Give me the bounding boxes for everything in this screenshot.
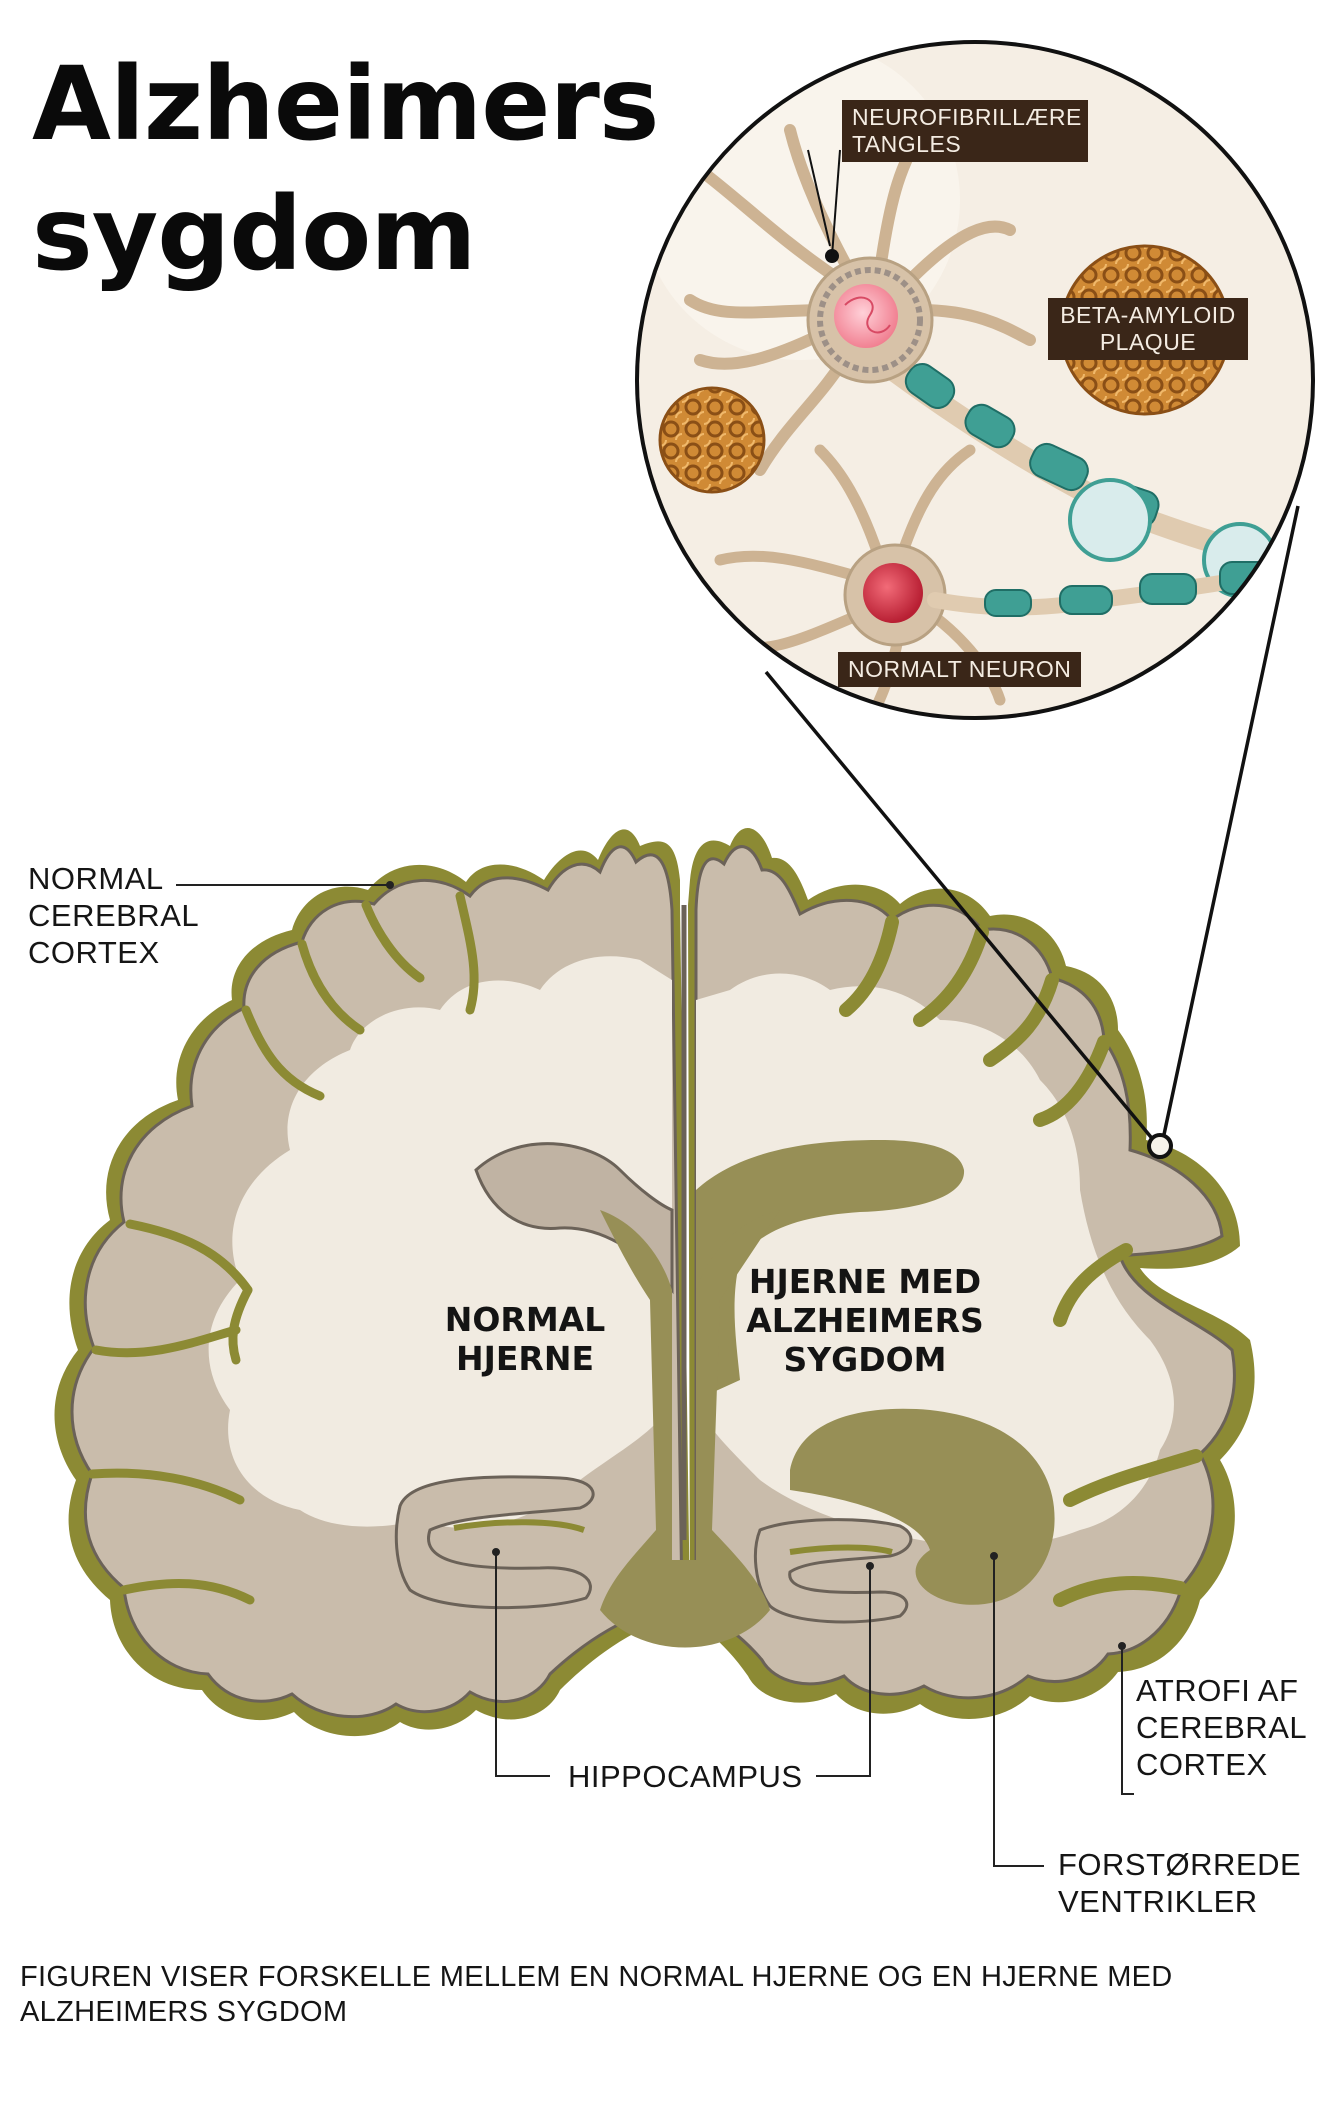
figure-caption: FIGUREN VISER FORSKELLE MELLEM EN NORMAL… — [20, 1960, 1270, 2030]
zoom-target-dot — [1147, 1133, 1173, 1159]
right-sulci — [839, 915, 1203, 1607]
figure-caption-line-2: ALZHEIMERS SYGDOM — [20, 1996, 348, 2028]
label-normal-cortex-line-3: CORTEX — [28, 935, 160, 970]
leader-ventricles — [993, 1556, 1044, 1867]
right-ventricle-enlarged — [696, 1140, 965, 1400]
label-tangles-line-2: TANGLES — [852, 131, 962, 157]
brain-cross-section — [54, 829, 690, 1737]
brain-right-hemisphere — [688, 828, 1255, 1719]
title-line-1: Alzheimers — [32, 45, 660, 164]
label-ad-brain-line-3: SYGDOM — [783, 1340, 947, 1379]
label-plaque: BETA-AMYLOID PLAQUE — [1048, 298, 1248, 360]
label-normal-cortex-line-1: NORMAL — [28, 861, 164, 896]
label-atrophy: ATROFI AF CEREBRAL CORTEX — [1136, 1672, 1307, 1783]
microscopic-inset — [635, 40, 1315, 1159]
leader-hippocampus-left — [495, 1552, 550, 1777]
right-hippocampus — [753, 1518, 913, 1624]
label-hippocampus: HIPPOCAMPUS — [568, 1758, 803, 1795]
page-title: Alzheimers sygdom — [32, 40, 660, 300]
label-ventricles-line-1: FORSTØRREDE — [1058, 1847, 1302, 1882]
label-normal-brain-line-2: HJERNE — [455, 1339, 594, 1378]
left-white-matter — [208, 956, 673, 1528]
label-atrophy-line-1: ATROFI AF — [1136, 1673, 1299, 1708]
label-plaque-line-2: PLAQUE — [1099, 329, 1197, 355]
figure-caption-line-1: FIGUREN VISER FORSKELLE MELLEM EN NORMAL… — [20, 1961, 1173, 1993]
plaque-small — [658, 386, 766, 494]
label-hippocampus-text: HIPPOCAMPUS — [568, 1759, 803, 1794]
label-normal-cortex: NORMAL CEREBRAL CORTEX — [28, 860, 199, 971]
label-atrophy-line-2: CEREBRAL — [1136, 1710, 1308, 1745]
label-ad-brain: HJERNE MED ALZHEIMERS SYGDOM — [720, 1262, 1010, 1379]
label-normal-neuron: NORMALT NEURON — [838, 652, 1082, 687]
leader-atrophy — [1121, 1646, 1134, 1795]
label-ad-brain-line-1: HJERNE MED — [748, 1262, 982, 1301]
label-plaque-line-1: BETA-AMYLOID — [1060, 302, 1236, 328]
label-ventricles-line-2: VENTRIKLER — [1058, 1884, 1258, 1919]
label-normal-cortex-line-2: CEREBRAL — [28, 898, 200, 933]
label-atrophy-line-3: CORTEX — [1136, 1747, 1268, 1782]
title-line-2: sygdom — [32, 175, 477, 294]
label-ventricles: FORSTØRREDE VENTRIKLER — [1058, 1846, 1301, 1920]
label-normal-brain-line-1: NORMAL — [444, 1300, 606, 1339]
zoom-line-left — [764, 670, 1162, 1150]
zoom-line-right — [1160, 505, 1300, 1145]
label-ad-brain-line-2: ALZHEIMERS — [746, 1301, 984, 1340]
left-ventricle — [474, 1142, 674, 1295]
leader-hippocampus-right — [816, 1566, 871, 1777]
label-tangles: NEUROFIBRILLÆRE TANGLES — [842, 100, 1088, 162]
label-normal-brain: NORMAL HJERNE — [400, 1300, 650, 1378]
right-temporal-horn-enlarged — [790, 1408, 1055, 1605]
leader-lines — [176, 881, 1134, 1867]
central-ventricle — [600, 1210, 780, 1648]
label-tangles-line-1: NEUROFIBRILLÆRE — [852, 104, 1082, 130]
left-hippocampus — [394, 1475, 595, 1610]
label-normal-neuron-text: NORMALT NEURON — [848, 656, 1072, 682]
left-sulci — [87, 891, 479, 1605]
